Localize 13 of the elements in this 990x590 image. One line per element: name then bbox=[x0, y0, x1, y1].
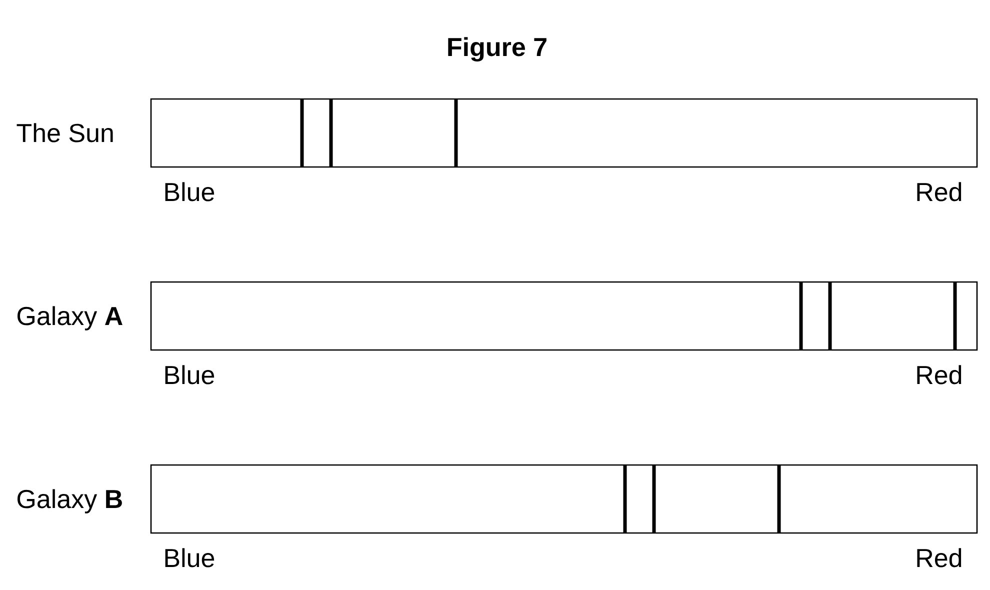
spectrum-end-label: Blue bbox=[165, 365, 214, 384]
spectrum-end-label: Red bbox=[917, 365, 962, 384]
row-label: Galaxy A bbox=[18, 306, 122, 330]
spectrum-end-label: Red bbox=[917, 182, 962, 202]
row-label: The Sun bbox=[16, 123, 113, 142]
spectrum-end-label: Blue bbox=[165, 182, 214, 202]
spectrum-bar bbox=[150, 281, 978, 351]
spectrum-end-label: Blue bbox=[165, 548, 214, 568]
title: Figure 7 bbox=[448, 37, 546, 62]
spectrum-end-label: Red bbox=[917, 548, 962, 568]
spectrum-bar bbox=[150, 98, 978, 168]
row-label: Galaxy B bbox=[18, 489, 122, 514]
spectrum-bar bbox=[150, 464, 978, 534]
